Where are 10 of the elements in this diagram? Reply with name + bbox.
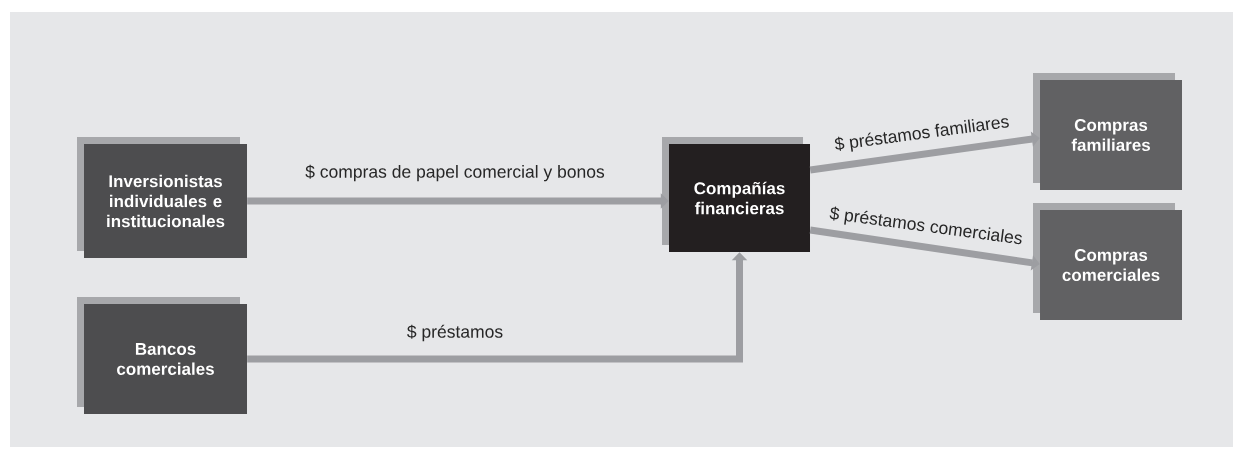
edge-label: $ préstamos familiares — [834, 118, 1009, 152]
process-box: Compañías financieras — [662, 137, 810, 252]
arrow — [809, 131, 1040, 174]
process-box: Compras familiares — [1033, 73, 1182, 190]
process-box: Inversionistas individuales e institucionales — [77, 137, 247, 258]
process-box: Bancos comerciales — [77, 297, 247, 414]
edge-label: $ préstamos — [407, 324, 503, 342]
edge-label: $ préstamos comerciales — [829, 206, 1022, 245]
process-box: Compras comerciales — [1033, 203, 1182, 320]
edge-label: $ compras de papel comercial y bonos — [305, 164, 605, 182]
